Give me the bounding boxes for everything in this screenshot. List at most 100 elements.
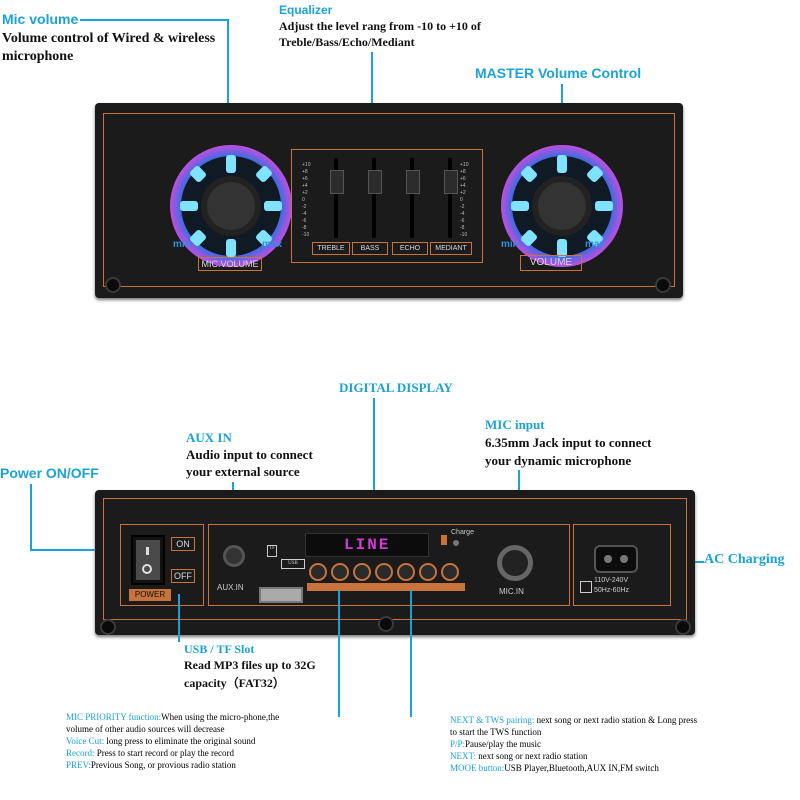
usb-pointer <box>178 594 180 642</box>
equalizer-desc-1: Adjust the level rang from -10 to +10 of <box>279 19 481 33</box>
note-key: MIC PRIORITY function: <box>66 712 162 722</box>
screw-icon <box>675 619 691 635</box>
class-ii-icon <box>580 581 592 593</box>
note-key: PREV: <box>66 760 91 770</box>
charge-led-icon <box>441 535 447 545</box>
note-text: to start the TWS function <box>450 727 542 737</box>
note-right-row: P/P:Pause/play the music <box>450 738 697 750</box>
note-text: next song or next radio station & Long p… <box>534 715 698 725</box>
notes-left: MIC PRIORITY function:When using the mic… <box>66 711 279 771</box>
bottom-panel-trim <box>103 498 687 620</box>
power-pointer-h <box>30 549 140 551</box>
ac-spec-1: 110V-240V <box>594 577 629 584</box>
screw-icon <box>378 616 394 632</box>
mic-volume-pointer-h <box>80 19 228 21</box>
left-notes-pointer <box>338 590 340 717</box>
power-title: Power ON/OFF <box>0 465 99 481</box>
eq-scale-tick: -6 <box>460 218 465 224</box>
play-pause-button[interactable] <box>419 563 437 581</box>
aux-desc-2: your external source <box>186 464 300 479</box>
mic-knob-min: min <box>173 239 191 250</box>
eq-scale-tick: +10 <box>302 162 311 168</box>
screw-icon <box>100 619 116 635</box>
equalizer-title: Equalizer <box>279 3 333 17</box>
eq-scale-tick: +10 <box>460 162 469 168</box>
mode-button[interactable] <box>441 563 459 581</box>
note-right-row: MOOE button:USB Player,Bluetooth,AUX IN,… <box>450 762 697 774</box>
power-switch[interactable] <box>131 535 165 585</box>
notes-right: NEXT & TWS pairing: next song or next ra… <box>450 714 697 774</box>
bass-fader[interactable] <box>368 170 382 194</box>
aux-title: AUX IN <box>186 430 232 445</box>
eq-label-bass: BASS <box>352 242 388 255</box>
eq-scale-tick: -4 <box>460 211 465 217</box>
power-label: POWER <box>129 589 171 601</box>
eq-scale-tick: +6 <box>302 176 308 182</box>
note-key: P/P: <box>450 739 466 749</box>
display-pointer <box>373 398 375 540</box>
volume-label: VOLUME <box>520 255 582 271</box>
eq-scale-tick: -8 <box>302 225 307 231</box>
ac-socket-icon[interactable] <box>594 545 638 573</box>
eq-scale-tick: -4 <box>302 211 307 217</box>
note-left-row: MIC PRIORITY function:When using the mic… <box>66 711 279 723</box>
screw-icon <box>105 277 121 293</box>
note-key: Voice Cut: <box>66 736 105 746</box>
eq-label-mediant: MEDIANT <box>430 242 472 255</box>
mic-panel-label: MIC.IN <box>499 587 524 596</box>
aux-jack[interactable] <box>223 545 245 567</box>
equalizer-desc-2: Treble/Bass/Echo/Mediant <box>279 35 415 49</box>
mic-jack[interactable] <box>497 545 533 581</box>
master-knob-max: max <box>585 239 606 250</box>
note-left-row: Record: Press to start record or play th… <box>66 747 279 759</box>
voice-cut-button[interactable] <box>331 563 349 581</box>
ac-charging-title: AC Charging <box>704 552 785 567</box>
echo-fader-track <box>410 158 414 238</box>
ac-spec-2: 50Hz-60Hz <box>594 587 630 594</box>
ac-box: 110V-240V 50Hz-60Hz <box>573 524 671 606</box>
eq-scale-tick: -2 <box>302 204 307 210</box>
note-text: Press to start record or play the record <box>94 748 234 758</box>
mic-volume-desc-2: microphone <box>2 49 74 64</box>
eq-scale-tick: +2 <box>302 190 308 196</box>
power-pointer-v <box>30 484 32 550</box>
power-on-label: ON <box>171 537 195 551</box>
aux-desc-1: Audio input to connect <box>186 447 313 462</box>
center-box: AUX.IN TF USB LINE Charge MIC.IN <box>208 524 570 606</box>
eq-scale-tick: -10 <box>460 232 468 238</box>
usb-label: USB <box>281 559 305 569</box>
aux-panel-label: AUX.IN <box>217 583 244 592</box>
mediant-fader[interactable] <box>444 170 458 194</box>
note-left-row: Voice Cut: long press to eliminate the o… <box>66 735 279 747</box>
mic-priority-button[interactable] <box>309 563 327 581</box>
power-box: ON OFF POWER <box>120 524 204 606</box>
mediant-fader-track <box>448 158 452 238</box>
treble-fader-track <box>334 158 338 238</box>
treble-fader[interactable] <box>330 170 344 194</box>
next-tws-button[interactable] <box>397 563 415 581</box>
eq-scale-tick: -2 <box>460 204 465 210</box>
usb-port[interactable] <box>259 587 303 603</box>
echo-fader[interactable] <box>406 170 420 194</box>
mic-volume-title: Mic volume <box>2 11 79 27</box>
digital-display: LINE <box>305 533 429 557</box>
master-volume-knob[interactable] <box>499 143 625 269</box>
note-text: Pause/play the music <box>465 739 542 749</box>
master-knob-min: min <box>501 239 519 250</box>
record-button[interactable] <box>353 563 371 581</box>
eq-scale-tick: -6 <box>302 218 307 224</box>
eq-scale-tick: +6 <box>460 176 466 182</box>
tf-slot[interactable]: TF <box>267 545 277 557</box>
note-key: NEXT & TWS pairing: <box>450 715 535 725</box>
mic-volume-knob[interactable] <box>168 143 294 269</box>
eq-scale-tick: +8 <box>460 169 466 175</box>
power-off-label: OFF <box>171 569 195 583</box>
prev-button[interactable] <box>375 563 393 581</box>
note-text: USB Player,Bluetooth,AUX IN,FM switch <box>504 763 659 773</box>
note-text: volume of other audio sources will decre… <box>66 724 225 734</box>
eq-scale-tick: -10 <box>302 232 310 238</box>
usb-desc-2: capacity（FAT32） <box>184 676 285 690</box>
note-text: long press to eliminate the original sou… <box>104 736 256 746</box>
note-right-row: NEXT: next song or next radio station <box>450 750 697 762</box>
